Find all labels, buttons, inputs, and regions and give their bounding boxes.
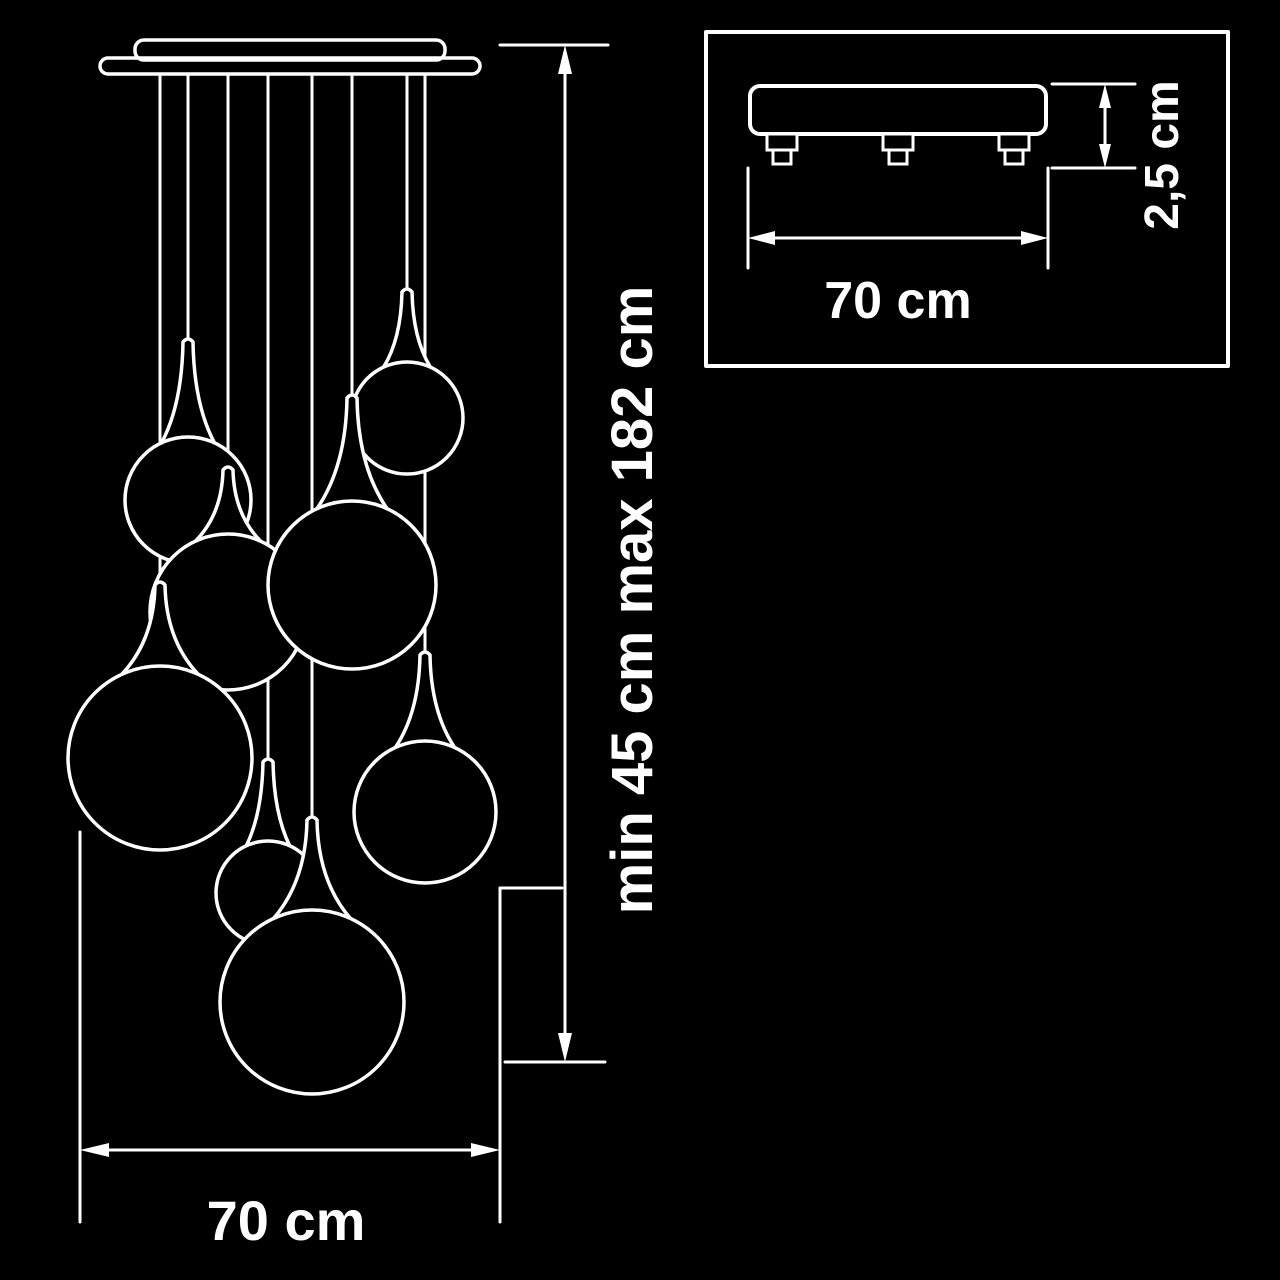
pendant <box>349 287 465 476</box>
canopy <box>133 38 447 62</box>
pendant-neck <box>191 465 265 544</box>
pendant-neck <box>269 815 355 921</box>
pendant-globe <box>218 908 406 1096</box>
width-dimension-label: 70 cm <box>207 1189 366 1252</box>
pendant-neck <box>391 650 459 750</box>
connector <box>765 132 799 152</box>
connector <box>997 132 1031 152</box>
pendant <box>148 465 308 692</box>
inset-view: 70 cm 2,5 cm <box>704 30 1230 368</box>
arrow-down-icon <box>1099 144 1111 168</box>
pendants <box>66 287 498 1096</box>
width-dimension: 70 cm <box>78 830 564 1252</box>
pendant <box>266 393 438 671</box>
pendant-globe <box>349 360 465 476</box>
pendant-neck <box>243 757 293 848</box>
connector <box>881 132 915 152</box>
inset-width-dimension: 70 cm <box>746 166 1050 330</box>
mounting-bar <box>98 56 482 76</box>
inset-height-dimension-label: 2,5 cm <box>1136 80 1189 229</box>
pendant-neck <box>313 393 391 511</box>
pendant <box>352 650 498 885</box>
pendant <box>218 815 406 1096</box>
arrow-down-icon <box>558 1033 572 1062</box>
arrow-left-icon <box>80 1143 109 1157</box>
pendant-globe <box>266 499 438 671</box>
ceiling-plate <box>98 38 482 76</box>
pendant-neck <box>380 287 434 370</box>
ceiling-plate-side <box>748 84 1048 136</box>
connector <box>771 148 793 166</box>
inset-height-dimension: 2,5 cm <box>1050 80 1189 230</box>
inset-border <box>704 30 1230 368</box>
arrow-right-icon <box>471 1143 500 1157</box>
arrow-up-icon <box>1099 84 1111 108</box>
arrow-up-icon <box>558 45 572 74</box>
pendant-globe <box>66 664 254 852</box>
height-dimension: min 45 cm max 182 cm <box>498 43 665 1064</box>
connector <box>887 148 909 166</box>
inset-width-dimension-label: 70 cm <box>824 272 971 330</box>
pendant-globe <box>352 739 498 885</box>
connector <box>1003 148 1025 166</box>
pendant-neck <box>158 337 218 445</box>
arrow-left-icon <box>748 231 775 245</box>
height-dimension-label: min 45 cm max 182 cm <box>600 286 665 915</box>
arrow-right-icon <box>1021 231 1048 245</box>
plate-connectors <box>765 132 1031 166</box>
pendant-neck <box>117 580 203 677</box>
pendant <box>66 580 254 852</box>
